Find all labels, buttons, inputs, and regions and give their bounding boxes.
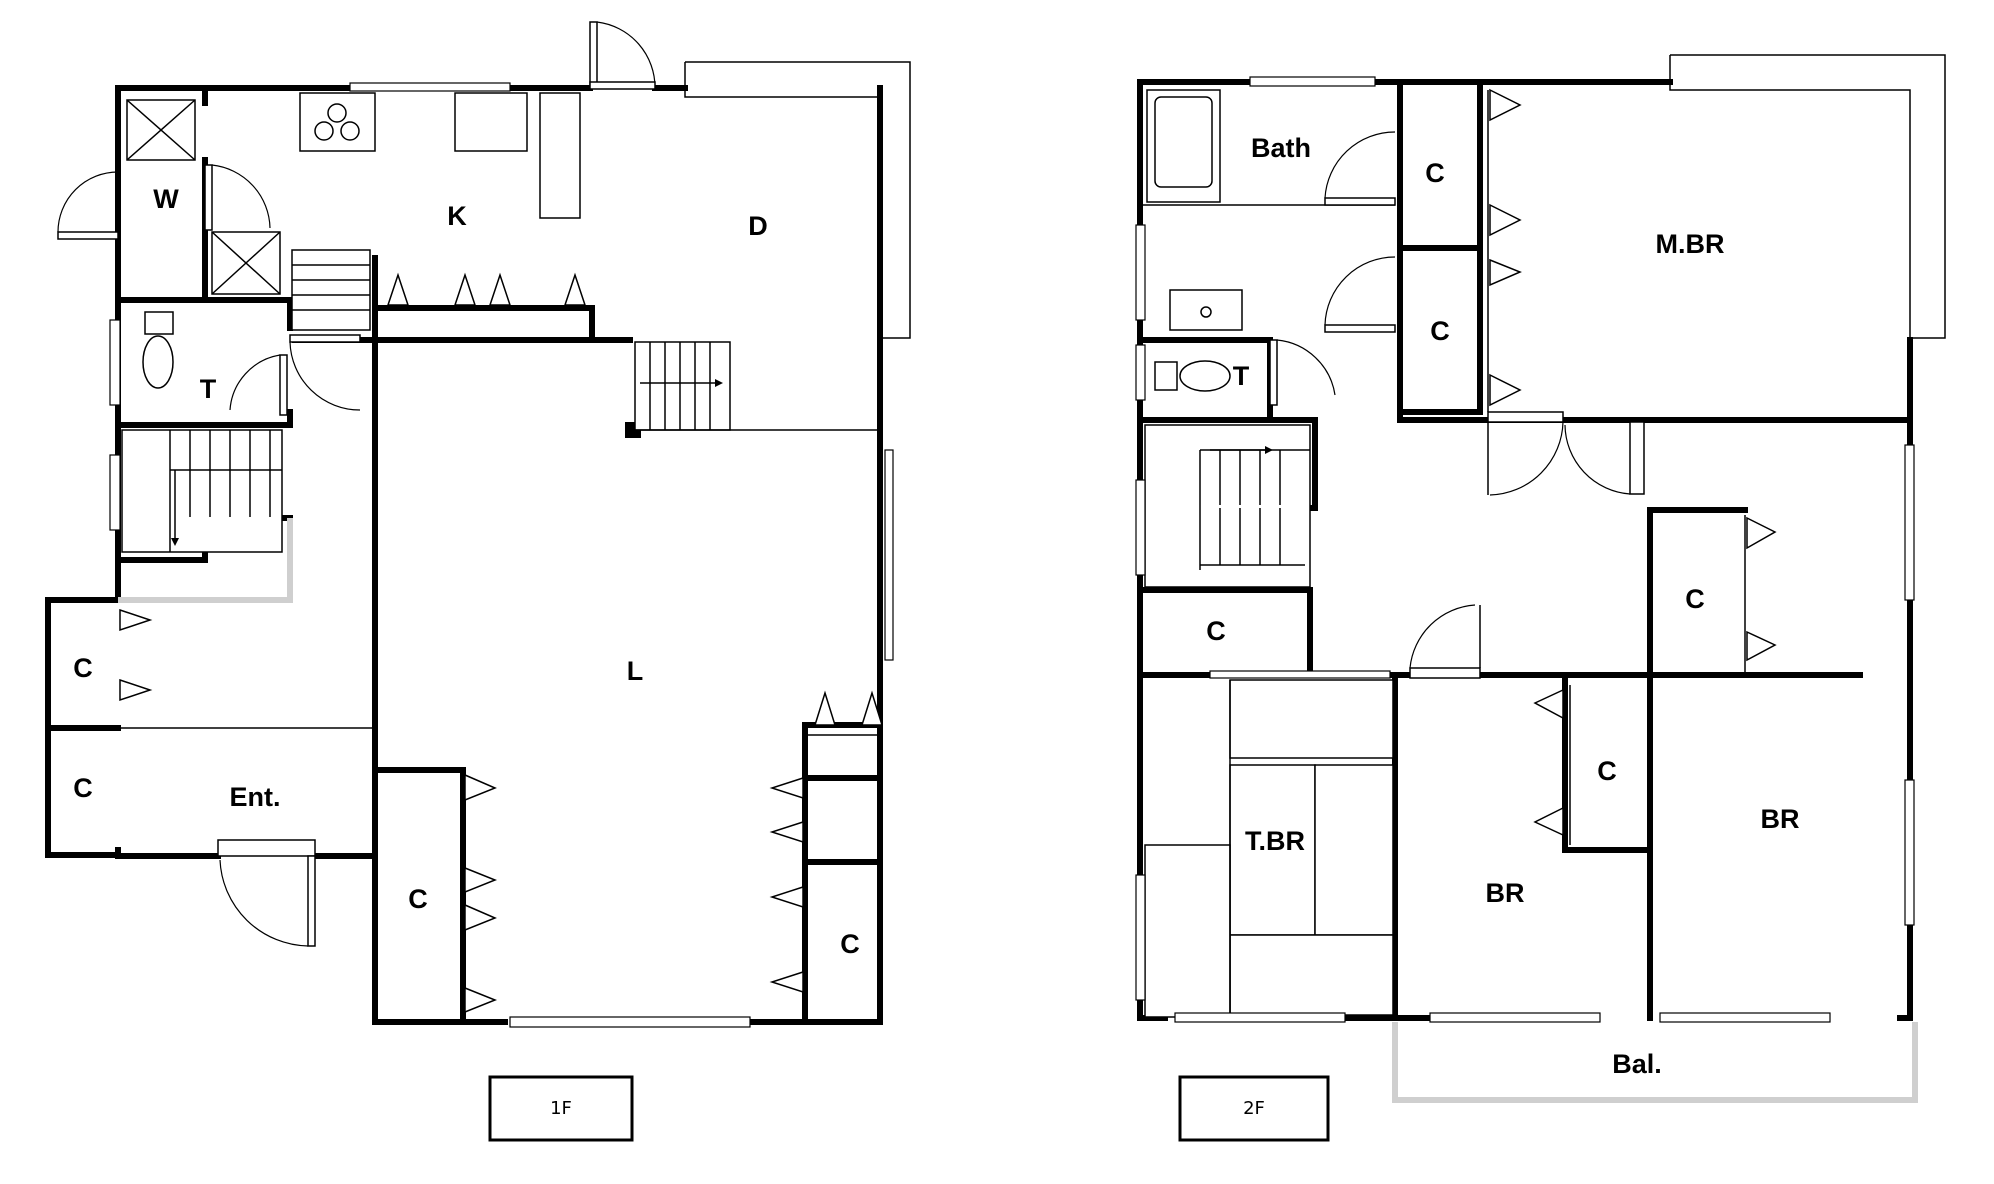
window (509, 1016, 751, 1028)
stairs-2f (1144, 424, 1311, 588)
room-label-c: C (1425, 158, 1445, 188)
room-label-br: BR (1761, 804, 1800, 834)
window (1249, 76, 1376, 87)
window (1209, 670, 1391, 679)
doors-2f (1269, 131, 1645, 679)
room-label-bath: Bath (1251, 133, 1311, 163)
balcony-railing (1392, 1022, 1918, 1103)
window (1135, 344, 1146, 401)
window (1659, 1012, 1831, 1023)
room-label-c: C (1685, 584, 1705, 614)
room-label-c: C (73, 653, 93, 683)
window (884, 449, 894, 661)
room-label-c: C (1430, 316, 1450, 346)
window (1135, 479, 1146, 576)
room-label-k: K (447, 201, 467, 231)
sink (454, 92, 528, 152)
window (1174, 1012, 1346, 1023)
window (1135, 874, 1146, 1001)
toilet (1179, 360, 1231, 392)
room-label-mbr: M.BR (1656, 229, 1725, 259)
doors-1f (57, 21, 656, 947)
tatami-mats (1144, 679, 1394, 1018)
floor-2f: Bath C M.BR C T C C T.BR BR C BR Bal. 2F (1135, 54, 1946, 1142)
room-label-c: C (1206, 616, 1226, 646)
floor-label-1f: 1F (550, 1098, 572, 1119)
room-label-c: C (1597, 756, 1617, 786)
room-label-ent: Ent. (230, 782, 281, 812)
window (1904, 779, 1915, 926)
room-label-c: C (840, 929, 860, 959)
floor-label-box-2f (1178, 1075, 1330, 1142)
window (1429, 1012, 1601, 1023)
room-label-c: C (408, 884, 428, 914)
room-label-d: D (748, 211, 768, 241)
toilet (142, 335, 174, 389)
room-label-l: L (627, 656, 644, 686)
room-label-w: W (153, 184, 179, 214)
room-label-t: T (200, 374, 217, 404)
stairs-1f (121, 249, 880, 553)
room-label-bal: Bal. (1612, 1049, 1662, 1079)
window (109, 319, 121, 406)
floor-label-2f: 2F (1243, 1098, 1265, 1119)
closet-markers-1f (119, 272, 884, 1020)
room-label-t: T (1233, 361, 1250, 391)
floor-1f: W K D T L C C Ent. C C 1F (45, 21, 911, 1142)
window (1904, 444, 1915, 601)
room-label-br: BR (1486, 878, 1525, 908)
room-label-tbr: T.BR (1245, 826, 1305, 856)
window (109, 454, 121, 531)
window (1135, 224, 1146, 321)
room-label-c: C (73, 773, 93, 803)
closet-markers-2f (1489, 88, 1777, 837)
floor-label-box-1f (488, 1075, 634, 1142)
counter (539, 92, 581, 219)
window (349, 82, 511, 92)
